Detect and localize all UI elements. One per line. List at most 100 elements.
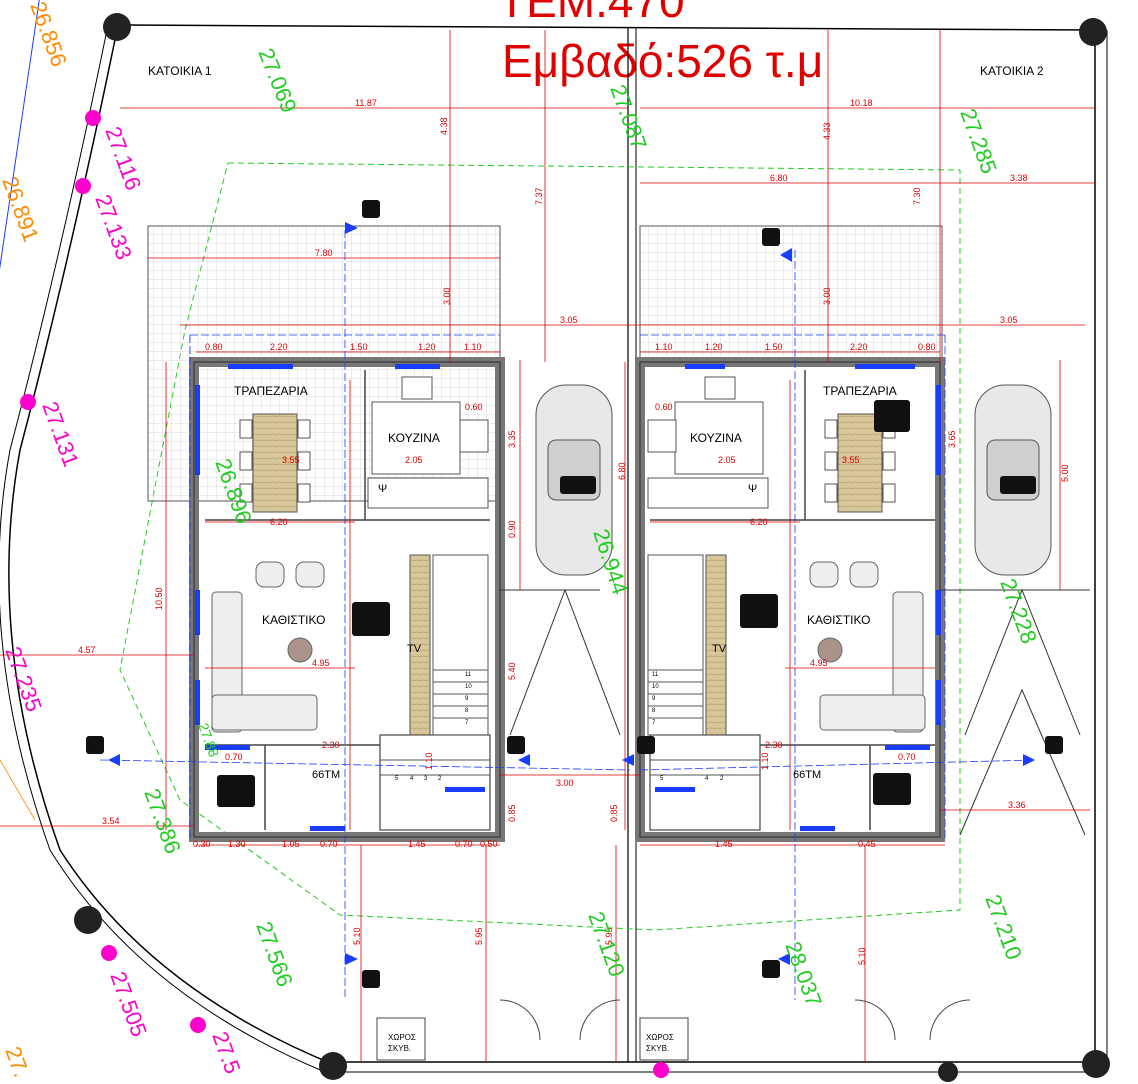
- dimension-label: 10.18: [850, 98, 873, 108]
- dimension-label: 5.95: [604, 927, 614, 945]
- windows: [195, 364, 941, 831]
- dimension-label: 1.20: [705, 342, 723, 352]
- dimension-label: 2.05: [718, 455, 736, 465]
- plot-boundary: [117, 24, 1108, 1073]
- dining-table-1: [252, 413, 298, 513]
- stair-number: 9: [465, 696, 469, 702]
- level-label: 27.210: [980, 891, 1027, 963]
- stair-number: 2: [438, 776, 442, 782]
- old-level-label: 27.: [0, 1043, 34, 1080]
- dimension-label: 0.85: [609, 804, 619, 822]
- dimension-label: 2.30: [322, 740, 340, 750]
- survey-label: 27.235: [0, 643, 47, 715]
- dimension-label: 1.45: [408, 839, 426, 849]
- bin-room-1-line1: ΧΩΡΟΣ: [388, 1033, 416, 1042]
- stair-number: 11: [652, 672, 659, 678]
- dimension-label: 0.60: [465, 402, 483, 412]
- dimension-label: 4.57: [78, 645, 96, 655]
- boundary-markers: [74, 13, 1110, 1082]
- dimension-label: 5.10: [352, 927, 362, 945]
- dimension-label: 1.30: [228, 839, 246, 849]
- stair-number: 11: [465, 672, 472, 678]
- dining-room-1-label: ΤΡΑΠΕΖΑΡΙΑ: [234, 384, 308, 398]
- bin-room-1-line2: ΣΚΥΒ.: [388, 1044, 411, 1053]
- level-label: 28.037: [780, 938, 827, 1010]
- dimension-label: 6.20: [750, 517, 768, 527]
- sofa-2: [809, 561, 926, 733]
- dimension-label: 6.20: [270, 517, 288, 527]
- dimension-label: 7.30: [912, 187, 922, 205]
- dimension-label: 0.50: [480, 839, 498, 849]
- dimension-label: 7.37: [534, 187, 544, 205]
- survey-label: 27.5: [207, 1028, 245, 1077]
- sofa-1: [211, 561, 325, 733]
- stair-number: 4: [705, 776, 709, 782]
- dimension-label: 2.30: [765, 740, 783, 750]
- dimension-label: 3.38: [1010, 173, 1028, 183]
- dimension-label: 3.00: [442, 287, 452, 305]
- survey-label: 27.131: [37, 398, 84, 470]
- dimension-label: 11.87: [355, 98, 377, 108]
- level-label: 27.069: [253, 45, 301, 117]
- level-label: 27.386: [139, 785, 186, 857]
- dimension-label: 3.55: [842, 455, 860, 465]
- stair-number: 7: [465, 720, 469, 726]
- dimension-label: 1.10: [424, 752, 434, 770]
- dimension-label: 1.50: [765, 342, 783, 352]
- plot-number-title: ΤΕΜ.470: [498, 0, 685, 27]
- dimension-label: 3.00: [556, 778, 574, 788]
- stair-number: 2: [720, 776, 724, 782]
- kitchen-2-label: ΚΟΥΖΙΝΑ: [690, 431, 742, 445]
- old-level-label: 26.856: [25, 0, 72, 70]
- dining-room-2-label: ΤΡΑΠΕΖΑΡΙΑ: [823, 384, 897, 398]
- stair-number: 8: [465, 708, 469, 714]
- survey-label: 27.116: [100, 123, 146, 193]
- dimension-label: 1.45: [715, 839, 733, 849]
- level-label: 27.087: [605, 81, 652, 153]
- level-label: 27.228: [995, 575, 1042, 647]
- dimension-label: 0.80: [205, 342, 223, 352]
- dimension-label: 4.38: [439, 117, 449, 135]
- dimension-label: 1.10: [760, 752, 770, 770]
- plot-area-title: Εμβαδό:526 τ.μ: [502, 35, 824, 87]
- carport-outlines: [500, 588, 1090, 836]
- dimension-label: 3.00: [822, 287, 832, 305]
- dimension-label: 0.85: [507, 804, 517, 822]
- tv-wall-2: [705, 554, 727, 736]
- dimension-label: 5.95: [474, 927, 484, 945]
- stair-number: 10: [652, 684, 659, 690]
- dimension-label: 0.70: [320, 839, 338, 849]
- annotation-markers: [86, 200, 1063, 988]
- dimension-lines: [0, 30, 1095, 1062]
- dimension-label: 1.10: [464, 342, 482, 352]
- dimension-label: 1.50: [350, 342, 368, 352]
- tv-2-label: TV: [712, 643, 727, 655]
- tv-1-label: TV: [407, 643, 422, 655]
- dimension-label: 5.10: [857, 947, 867, 965]
- dimension-label: 3.36: [1008, 800, 1026, 810]
- entry-area-2-label: 66ΤΜ: [793, 769, 821, 781]
- stair-number: 9: [652, 696, 656, 702]
- stair-number: 7: [652, 720, 656, 726]
- dimension-label: 1.10: [655, 342, 673, 352]
- dimension-label: 4.95: [312, 658, 330, 668]
- dimension-label: 1.20: [418, 342, 436, 352]
- blue-guide-lines: [99, 230, 1036, 1000]
- dimension-label: 2.20: [850, 342, 868, 352]
- dimension-label: 3.05: [560, 315, 578, 325]
- old-level-labels: 26.856 26.891 27.: [0, 0, 72, 1080]
- dimension-label: 7.80: [315, 248, 333, 258]
- house-1-walls: [189, 357, 505, 842]
- road-boundary: [0, 0, 336, 1073]
- dimension-label: 4.95: [810, 658, 828, 668]
- tv-wall-1: [409, 554, 431, 736]
- stair-number: 3: [424, 776, 428, 782]
- dimension-label: 3.35: [507, 430, 517, 448]
- staircase-1: [380, 554, 490, 776]
- dimension-label: 6.80: [770, 173, 788, 183]
- dimension-label: 3.54: [102, 816, 120, 826]
- dimension-label: 5.40: [507, 662, 517, 680]
- house-1-label: ΚΑΤΟΙΚΙΑ 1: [148, 64, 212, 78]
- dimension-label: 4.33: [822, 122, 832, 140]
